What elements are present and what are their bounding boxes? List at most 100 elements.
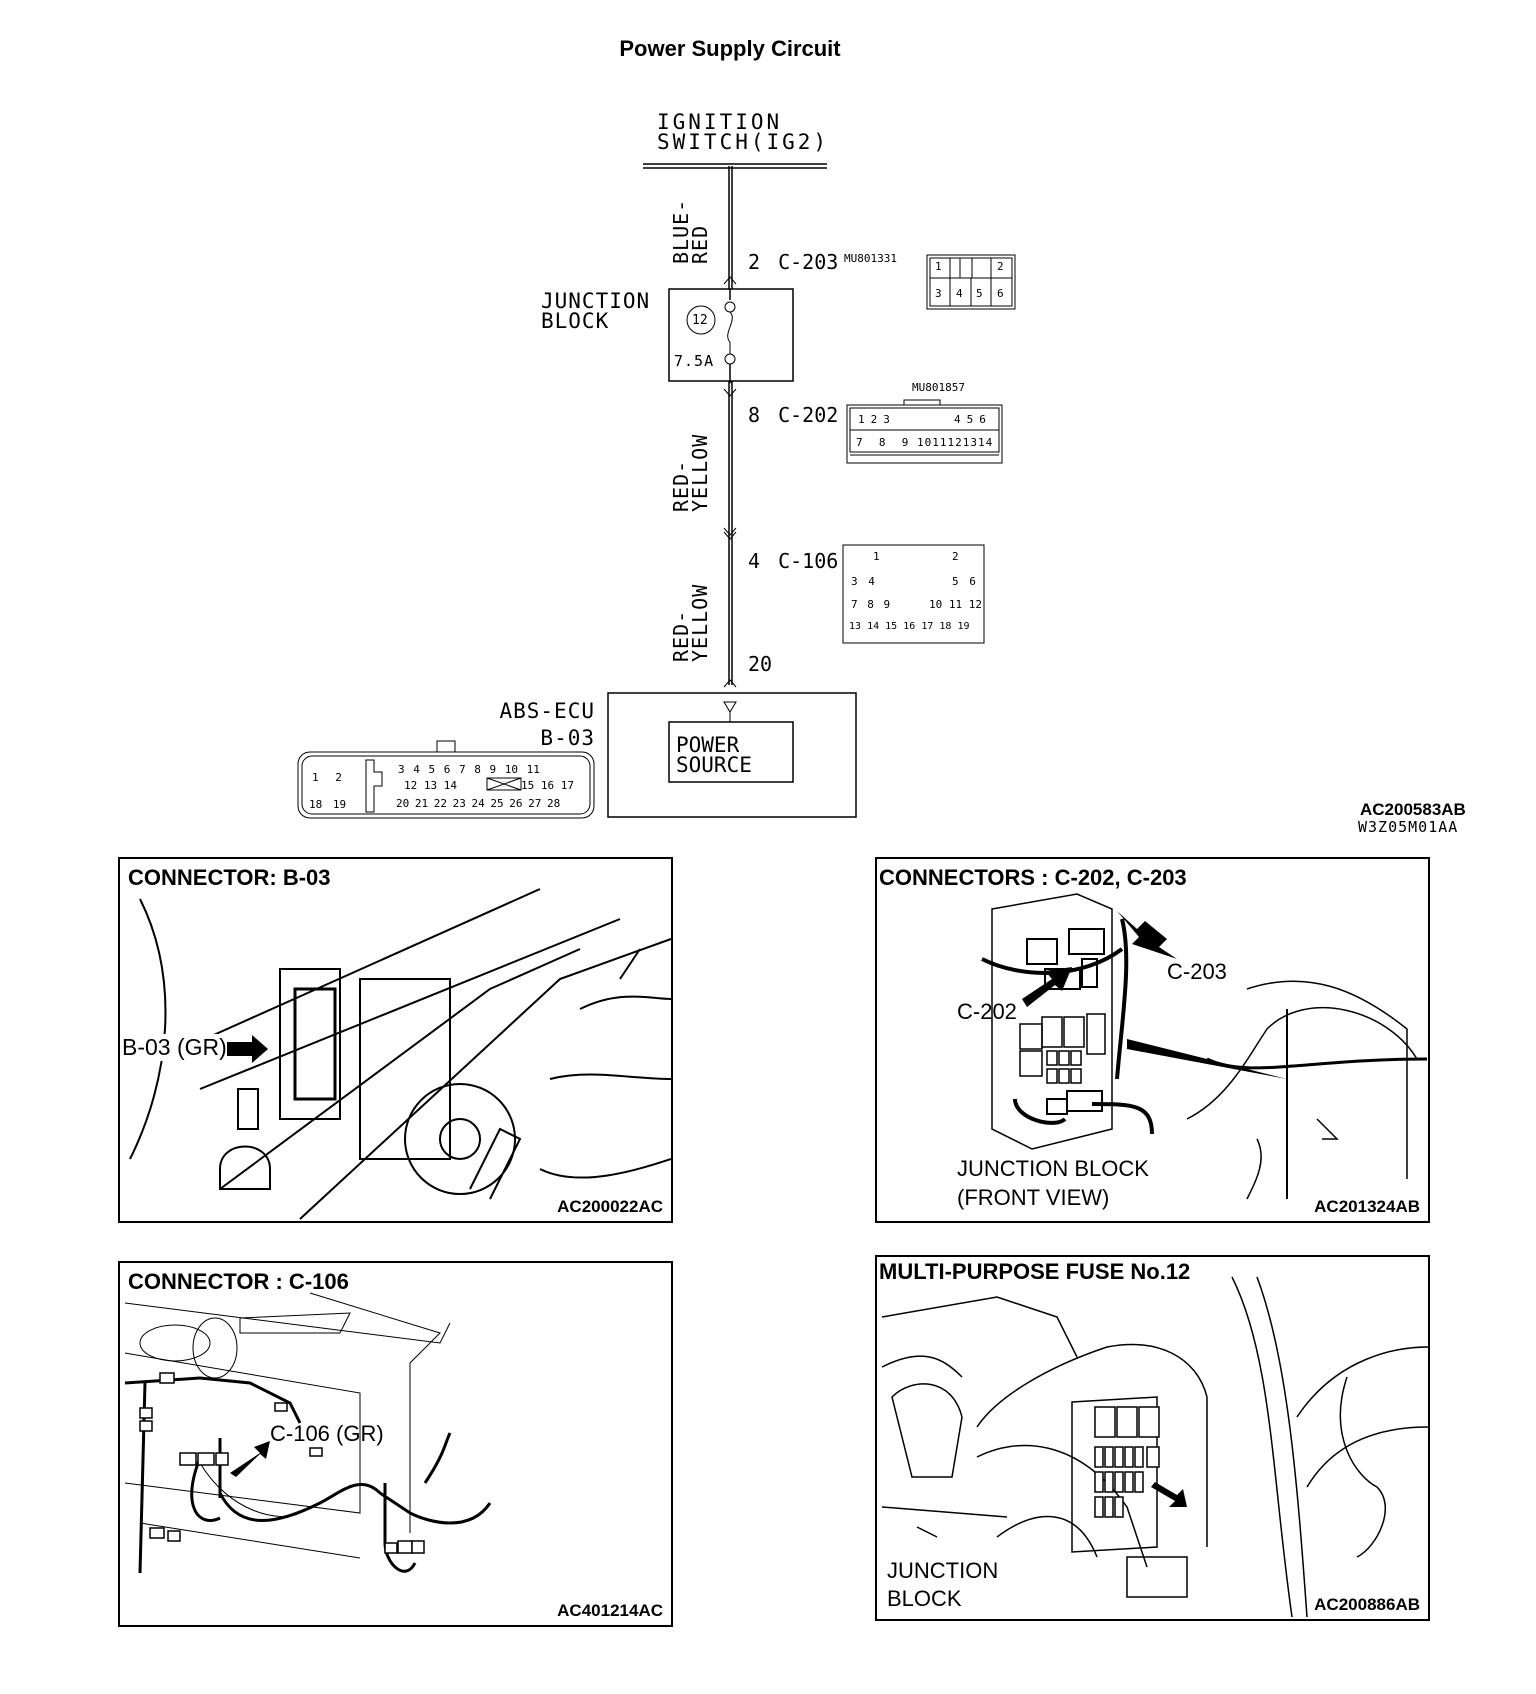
c203-pin-number: 2	[748, 250, 761, 274]
c202-pin: 10	[917, 436, 933, 449]
power-source-line2: SOURCE	[676, 753, 752, 777]
wire-color-line2: YELLOW	[688, 433, 712, 512]
callout-junction-block: JUNCTION BLOCK	[887, 1557, 998, 1613]
b03-pins-row2-left: 12 13 14	[404, 779, 457, 792]
ignition-label-line1: IGNITION	[657, 110, 783, 134]
page-title: Power Supply Circuit	[619, 36, 841, 61]
diagram-ref-code: AC200583AB	[1360, 800, 1466, 819]
c202-pin-number: 8	[748, 403, 761, 427]
c202-pin: 2	[870, 413, 884, 426]
panel-code: AC200886AB	[1314, 1595, 1420, 1614]
c202-id: C-202	[778, 403, 839, 427]
junction-label-line2: BLOCK	[541, 309, 610, 333]
panel-code: AC201324AB	[1314, 1197, 1420, 1216]
c203-pin-2: 2	[997, 260, 1004, 273]
c202-c203-illustration	[981, 893, 1428, 1200]
b03-pin: 12	[404, 779, 418, 792]
c106-pins-row3: 7 8 9	[851, 598, 890, 611]
panel-connectors-c202-c203: CONNECTORS : C-202, C-203 C-203 C-202 JU…	[875, 857, 1430, 1223]
c106-pin: 19	[957, 621, 970, 632]
callout-junction-block: JUNCTION BLOCK	[957, 1156, 1149, 1181]
c203-pin-6: 6	[997, 287, 1004, 300]
b03-pin: 1	[312, 771, 319, 784]
c203-pin-5: 5	[976, 287, 983, 300]
power-source-label: POWER SOURCE	[676, 733, 752, 777]
c202-label: 8 C-202	[748, 403, 838, 427]
c106-id: C-106	[778, 549, 839, 573]
c202-pin: 5	[966, 413, 980, 426]
c202-pin: 9	[901, 436, 910, 449]
wire-color-red-yellow-2: RED- YELLOW	[669, 583, 712, 662]
c106-pin-number: 4	[748, 549, 761, 573]
b03-pin: 27	[528, 797, 542, 810]
wire-color-line2: RED	[688, 224, 712, 264]
b03-pins-row2-right: 15 16 17	[521, 779, 574, 792]
fuse-element	[727, 311, 733, 343]
panel-code: AC401214AC	[557, 1601, 663, 1620]
c203-id: C-203	[778, 250, 839, 274]
ecu-pin-number: 20	[748, 652, 773, 676]
power-input-symbol	[723, 701, 737, 713]
zoom-pointer-icon	[1127, 1039, 1287, 1079]
c106-pin: 16	[903, 621, 916, 632]
c106-pin: 14	[867, 621, 880, 632]
b03-pin: 7	[459, 763, 466, 776]
b03-pin: 8	[474, 763, 481, 776]
c106-connector-face	[842, 544, 985, 644]
c203-pin-4: 4	[956, 287, 963, 300]
c106-pin: 10	[929, 598, 943, 611]
c106-pin: 9	[883, 598, 891, 611]
panel-title: MULTI-PURPOSE FUSE No.12	[879, 1259, 1191, 1285]
callout-line1: JUNCTION	[887, 1558, 999, 1583]
ecu-name: ABS-ECU	[499, 699, 595, 723]
c202-pin: 1	[858, 413, 871, 426]
fuse-number-circle	[686, 305, 716, 335]
panel-title: CONNECTOR: B-03	[128, 865, 331, 890]
c202-arrow-icon	[1022, 967, 1072, 1007]
c106-illustration	[124, 1292, 492, 1574]
wire-color-blue-red: BLUE- RED	[669, 199, 712, 264]
c203-part-number: MU801331	[844, 252, 897, 265]
b03-pins-18-19: 18 19	[309, 798, 346, 811]
ecu-connector-mark	[723, 679, 737, 688]
b03-pin: 10	[504, 763, 518, 776]
c202-pin: 4	[954, 413, 967, 426]
b03-pin: 6	[443, 763, 451, 776]
fuse-number: 12	[692, 313, 708, 328]
c106-pins-5-6: 5 6	[952, 575, 976, 588]
c106-pin: 12	[968, 598, 982, 611]
b03-pins-row1: 3 4 5 6 7 8 9 10 11	[398, 763, 540, 776]
fuse-rating: 7.5A	[674, 352, 715, 370]
c106-pin: 11	[948, 598, 963, 611]
b03-pin: 19	[332, 798, 347, 811]
b03-pin: 4	[413, 763, 420, 776]
wire-color-line2: YELLOW	[688, 583, 712, 662]
junction-label-line1: JUNCTION	[541, 289, 651, 313]
b03-connector-face	[297, 740, 595, 819]
c203-label: 2 C-203	[748, 250, 838, 274]
c202-pins-row1-right: 456	[954, 413, 992, 426]
power-source-line1: POWER	[676, 733, 740, 757]
diagram-ref-code-2: W3Z05M01AA	[1358, 818, 1459, 836]
c203-pin-3: 3	[935, 287, 942, 300]
b03-pin: 16	[540, 779, 555, 792]
panel-title: CONNECTORS : C-202, C-203	[879, 865, 1187, 890]
c203-connector-face	[926, 254, 1016, 310]
b03-pin: 18	[309, 798, 323, 811]
fuse-terminal	[724, 353, 736, 365]
ignition-label-line2: SWITCH(IG2)	[657, 130, 830, 154]
b03-pin: 22	[433, 797, 447, 810]
b03-key-slot	[486, 777, 522, 791]
b03-pin: 17	[560, 779, 574, 792]
c106-connector-mark	[723, 531, 737, 540]
c106-pins-row4: 13 14 15 16 17 18 19	[849, 621, 970, 632]
b03-pin: 5	[428, 763, 436, 776]
b03-pin: 23	[452, 797, 466, 810]
callout-c203: C-203	[1167, 959, 1227, 984]
junction-block-label: JUNCTION BLOCK	[541, 289, 651, 333]
c106-pin: 3	[851, 575, 858, 588]
c202-connector-mark	[723, 388, 737, 397]
c202-pins-row1-left: 123	[858, 413, 896, 426]
c202-pin: 6	[979, 413, 992, 426]
b03-pin: 25	[490, 797, 504, 810]
